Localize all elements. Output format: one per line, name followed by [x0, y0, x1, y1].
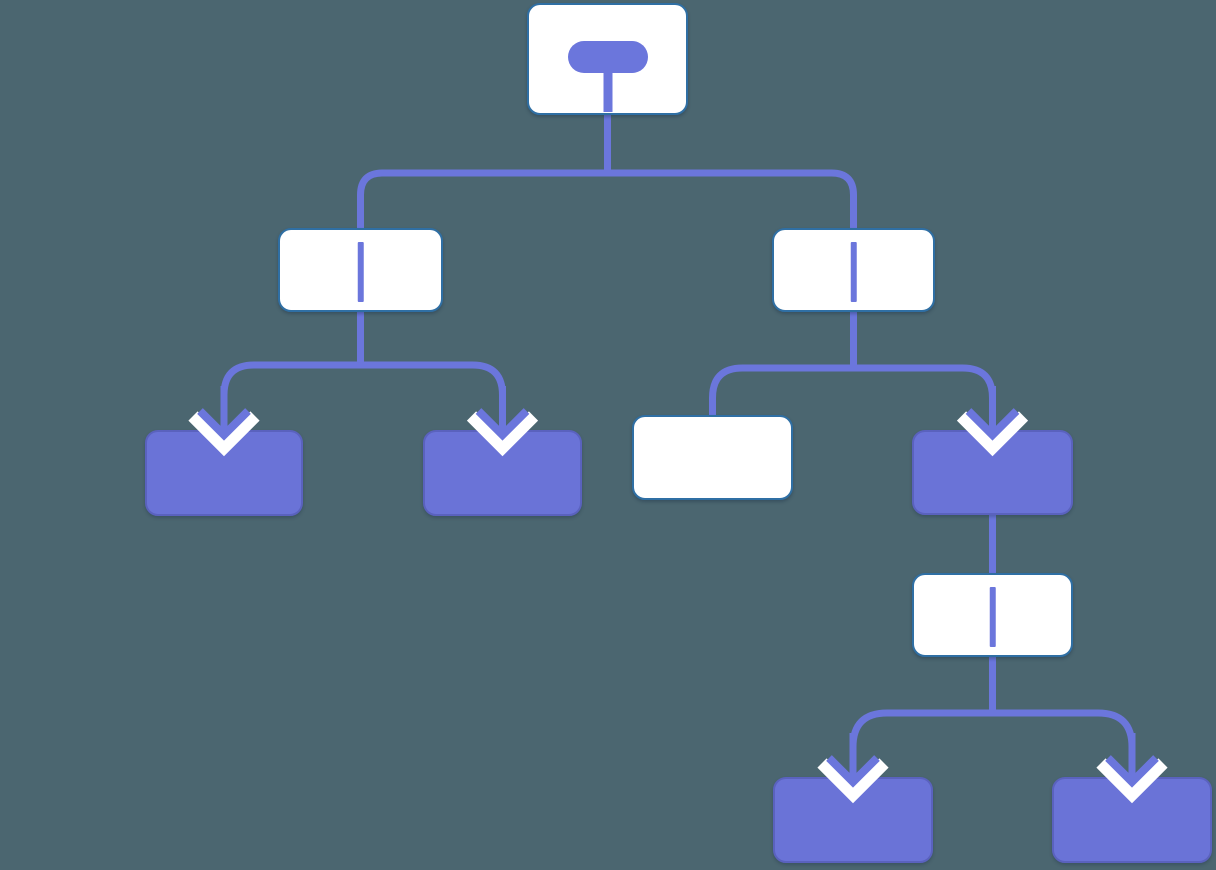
node-leaf-5[interactable]: [1052, 777, 1212, 863]
vertical-line-icon: [850, 242, 857, 302]
vertical-line-icon: [989, 587, 996, 647]
pill-icon: [567, 41, 648, 73]
node-card-empty[interactable]: [632, 415, 793, 500]
node-branch-right[interactable]: [772, 228, 935, 312]
node-branch-lower[interactable]: [912, 573, 1073, 657]
node-branch-left[interactable]: [278, 228, 443, 312]
vertical-line-icon: [357, 242, 364, 302]
pill-stem-icon: [603, 67, 612, 112]
node-leaf-1[interactable]: [145, 430, 303, 516]
node-root[interactable]: [527, 3, 688, 115]
node-leaf-2[interactable]: [423, 430, 582, 516]
node-leaf-4[interactable]: [773, 777, 933, 863]
node-leaf-3[interactable]: [912, 430, 1073, 515]
